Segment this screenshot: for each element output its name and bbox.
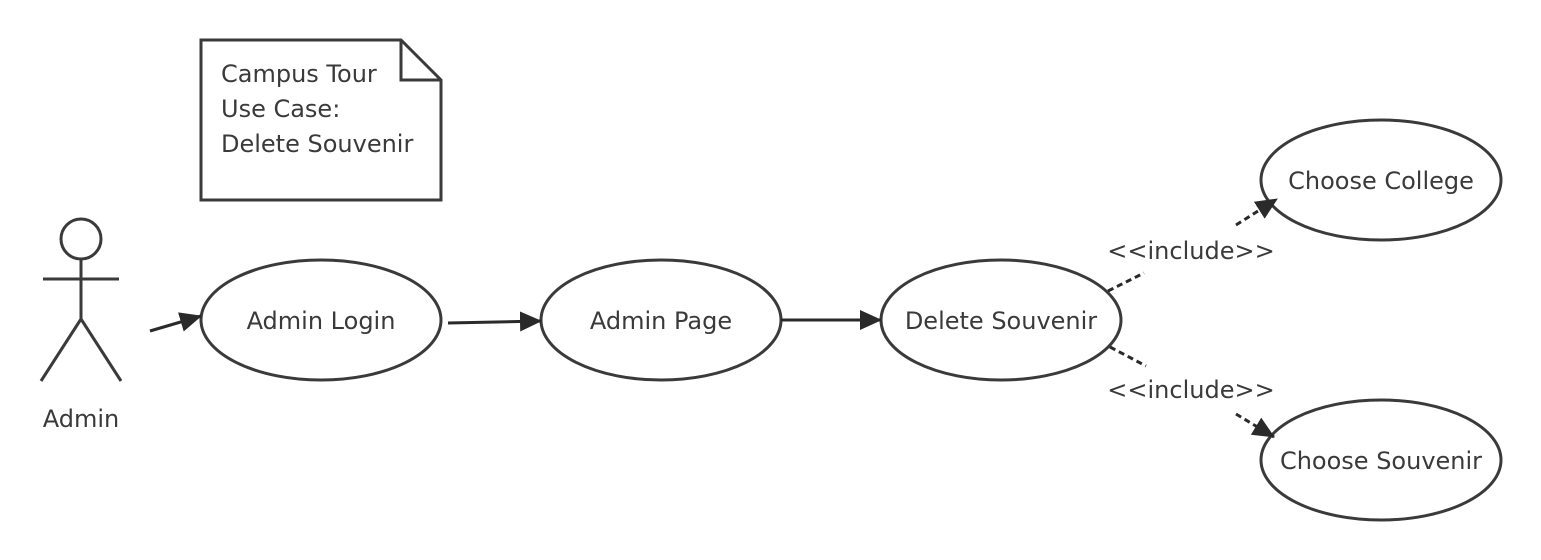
use-case-delete-souvenir: Delete Souvenir bbox=[879, 258, 1123, 382]
use-case-admin-page: Admin Page bbox=[539, 258, 783, 382]
note-line-3: Delete Souvenir bbox=[221, 130, 413, 158]
actor-left-leg bbox=[39, 318, 83, 382]
note-box: Campus Tour Use Case: Delete Souvenir bbox=[199, 38, 443, 202]
actor-head bbox=[59, 217, 103, 261]
include-lower-dash-start bbox=[1109, 345, 1147, 368]
use-case-choose-college-ellipse bbox=[1259, 118, 1503, 242]
arrow-admin-login-to-admin-page bbox=[447, 311, 542, 332]
actor-admin: Admin bbox=[39, 217, 123, 433]
use-case-choose-college: Choose College bbox=[1259, 118, 1503, 242]
include-upper-label: <<include>> bbox=[1107, 237, 1274, 265]
use-case-admin-login-label: Admin Login bbox=[247, 307, 396, 335]
include-upper-dash-start bbox=[1107, 271, 1145, 293]
use-case-choose-souvenir: Choose Souvenir bbox=[1259, 398, 1503, 522]
note-outline bbox=[199, 38, 443, 202]
include-lower-dash-end bbox=[1235, 412, 1275, 439]
note-line-1: Campus Tour bbox=[221, 60, 377, 88]
include-relation-upper: <<include>> bbox=[1107, 197, 1278, 293]
actor-label: Admin bbox=[43, 405, 120, 433]
use-case-choose-souvenir-label: Choose Souvenir bbox=[1280, 447, 1482, 475]
include-upper-dash-end bbox=[1235, 197, 1278, 227]
arrow-actor-to-admin-login bbox=[149, 312, 202, 333]
include-relation-lower: <<include>> bbox=[1107, 345, 1275, 439]
use-case-choose-souvenir-ellipse bbox=[1259, 398, 1503, 522]
note-fold bbox=[399, 40, 441, 82]
use-case-delete-souvenir-label: Delete Souvenir bbox=[905, 307, 1097, 335]
actor-right-leg bbox=[79, 318, 123, 382]
include-lower-label: <<include>> bbox=[1107, 376, 1274, 404]
use-case-choose-college-label: Choose College bbox=[1288, 167, 1474, 195]
note-line-2: Use Case: bbox=[221, 95, 340, 123]
use-case-admin-page-label: Admin Page bbox=[590, 307, 732, 335]
use-case-admin-login: Admin Login bbox=[199, 258, 443, 382]
